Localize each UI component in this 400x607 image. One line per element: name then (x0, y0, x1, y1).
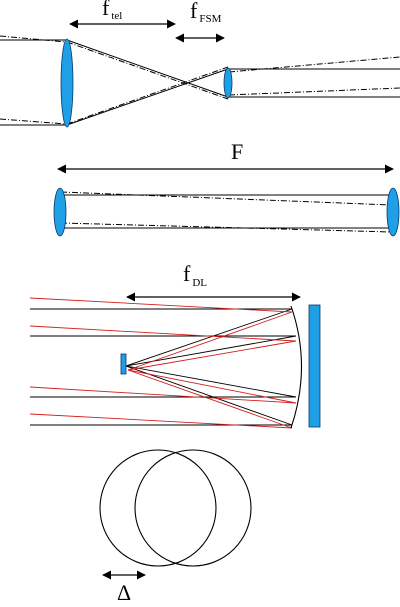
F-label: F (231, 139, 243, 164)
relay-lens-right (386, 187, 400, 237)
curved-mirror (290, 305, 303, 429)
telescope-lens (60, 38, 74, 128)
fsm-lens (223, 67, 233, 99)
secondary-mirror (120, 353, 127, 375)
relay-lens-left (53, 187, 67, 237)
pupil-circle-2 (134, 449, 252, 567)
flat-mirror (308, 304, 321, 428)
pupil-circle-1 (99, 449, 217, 567)
pupil-overlap-section: Δ (99, 449, 252, 605)
relay-section: F (53, 139, 400, 237)
delta-label: Δ (117, 580, 131, 602)
